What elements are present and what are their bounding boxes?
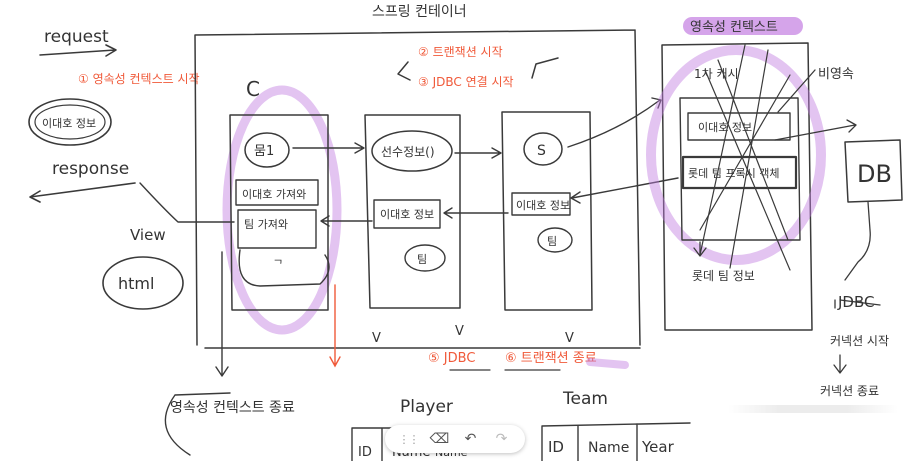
controller-item2: 팀 가져와 [244, 218, 288, 231]
step6-label: ⑥ 트랜잭션 종료 [505, 351, 597, 366]
spring-container-title: 스프링 컨테이너 [372, 4, 467, 20]
service-bubble [404, 244, 446, 272]
persistence-context-box [661, 42, 813, 331]
repository-box [501, 111, 593, 311]
pc-item1-label: 이대호 정보 [698, 121, 752, 134]
persistence-glow [646, 45, 826, 265]
team-col-year: Year [641, 438, 675, 456]
db-connector [834, 201, 881, 309]
member-info-circle [34, 104, 106, 140]
repository-item-box [511, 192, 571, 216]
view-label: View [130, 226, 166, 244]
drag-handle-icon[interactable]: ⋮⋮ [398, 432, 420, 446]
non-persistent-label: 비영속 [818, 67, 854, 82]
team-col-name: Name [588, 440, 629, 456]
controller-box [229, 114, 329, 311]
first-level-cache-label: 1차 캐시 [694, 67, 739, 81]
db-box [844, 139, 903, 203]
html-label: html [118, 274, 154, 293]
request-arrow [39, 44, 117, 57]
controller-scribble-text: ᄀᅟ [273, 258, 293, 271]
pc-end-bracket [164, 392, 231, 456]
team-table: ID Name Year [541, 422, 691, 461]
crossout-lines [699, 44, 791, 271]
first-level-cache-box [679, 97, 801, 241]
check-mark-3: V [565, 331, 574, 346]
service-item-box [373, 199, 441, 229]
pc-item2-label: 롯데 팀 프록시 객체 [688, 167, 779, 180]
db-label: DB [857, 160, 892, 188]
response-arrow [29, 182, 136, 203]
step6-highlight [586, 358, 629, 369]
pc-end-label: 영속성 컨텍스트 종료 [170, 400, 295, 416]
pc-item2-box [681, 155, 798, 190]
service-bubble-label: 팀 [417, 253, 427, 266]
connection-arrow [833, 354, 847, 374]
check-mark-2: V [455, 324, 464, 339]
request-label: request [44, 27, 109, 47]
pc-bottom-label: 롯데 팀 정보 [692, 269, 755, 283]
controller-items [235, 179, 319, 249]
repository-item-label: 이대호 정보 [516, 199, 570, 212]
scroll-hint-bar [728, 405, 898, 413]
repository-bubble-label: 팀 [547, 235, 557, 248]
eraser-icon[interactable]: ⌫ [429, 431, 450, 447]
spring-container-frame [194, 29, 641, 349]
repository-bubble [537, 227, 573, 253]
html-circle [102, 256, 184, 310]
controller-scribble [238, 249, 330, 287]
controller-method-circle [244, 132, 290, 168]
redo-icon[interactable]: ↷ [495, 431, 508, 447]
service-box [364, 114, 461, 309]
controller-glow [222, 85, 342, 335]
check-mark-1: V [372, 331, 381, 346]
to-db-arrow [774, 119, 857, 141]
pen-toolbar: ⋮⋮ ⌫ ↶ ↷ [385, 425, 525, 453]
team-col-id: ID [548, 438, 564, 456]
member-info-label: 이대호 정보 [42, 117, 96, 130]
team-label: Team [562, 389, 608, 409]
step2-label: ② 트랜잭션 시작 [418, 45, 503, 59]
undo-icon[interactable]: ↶ [464, 431, 477, 447]
player-col-id: ID [358, 445, 372, 460]
player-label: Player [400, 397, 453, 417]
step5-label: ⑤ JDBC [428, 351, 475, 366]
response-label: response [52, 159, 129, 179]
non-persistent-pointer [777, 69, 816, 113]
pc-item1-box [687, 112, 791, 141]
service-method-label: 선수정보() [381, 145, 435, 159]
persistence-context-title: 영속성 컨텍스트 [690, 20, 778, 35]
service-item-label: 이대호 정보 [380, 208, 434, 221]
step-bracket [397, 61, 411, 81]
persistence-highlight [683, 17, 803, 35]
controller-method-label: 뭄1 [254, 144, 274, 159]
controller-letter: C [246, 77, 260, 101]
step-check [531, 57, 559, 79]
connection-start-label: 커넥션 시작 [830, 334, 889, 348]
member-info-circle-outer [28, 98, 112, 146]
repository-method-circle [523, 132, 563, 166]
controller-item1: 이대호 가져와 [242, 188, 306, 201]
step1-label: ① 영속성 컨텍스트 시작 [78, 72, 200, 86]
flow-arrows [139, 97, 679, 377]
step3-label: ③ JDBC 연결 시작 [418, 75, 514, 89]
connection-end-label: 커넥션 종료 [820, 384, 879, 398]
repository-method-label: S [537, 143, 546, 159]
service-method-circle [371, 130, 453, 172]
jdbc-label: JDBC [837, 293, 874, 311]
